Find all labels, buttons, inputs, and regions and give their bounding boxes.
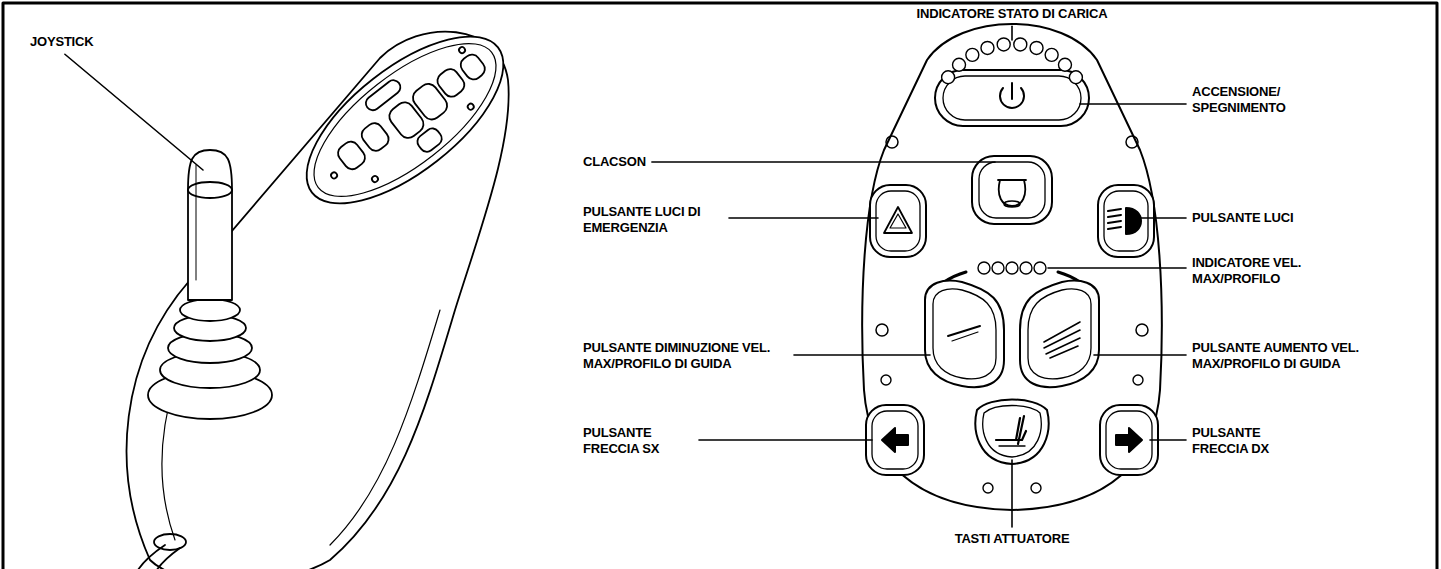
- leader-line: [1150, 439, 1186, 441]
- horn-button: [972, 156, 1052, 224]
- callout-label: PULSANTE FRECCIA SX: [583, 425, 693, 458]
- charge-led: [1014, 38, 1027, 51]
- leader-line: [1048, 267, 1186, 269]
- joystick-controller: [127, 6, 530, 569]
- frame: [3, 3, 1437, 569]
- charge-led: [1045, 48, 1058, 61]
- leader-line: [65, 54, 203, 170]
- leader-line: [1080, 103, 1186, 105]
- charge-led: [966, 48, 979, 61]
- charge-led: [942, 71, 955, 84]
- lights-button: [1098, 185, 1154, 257]
- callout-label: INDICATORE STATO DI CARICA: [917, 6, 1108, 22]
- callout-label: TASTI ATTUATORE: [955, 531, 1070, 547]
- callout-label: INDICATORE VEL. MAX/PROFILO: [1192, 255, 1322, 288]
- charge-led: [1069, 71, 1082, 84]
- charge-led: [981, 41, 994, 54]
- leader-line: [729, 217, 878, 219]
- leader-lines: [65, 26, 1186, 527]
- callout-label: PULSANTE FRECCIA DX: [1192, 425, 1302, 458]
- power-button: [935, 70, 1089, 126]
- leader-line: [699, 439, 872, 441]
- charge-led: [953, 58, 966, 71]
- keypad: [862, 24, 1162, 510]
- leader-line: [794, 354, 930, 356]
- left-arrow-button: [866, 405, 924, 475]
- callout-label: PULSANTE LUCI DI EMERGENZIA: [583, 204, 723, 237]
- callout-label: PULSANTE LUCI: [1192, 210, 1293, 226]
- hazard-button: [870, 185, 926, 257]
- charge-led: [1058, 58, 1071, 71]
- actuator-button: [975, 400, 1048, 465]
- charge-indicator-leds: [942, 38, 1083, 84]
- callout-label: PULSANTE DIMINUZIONE VEL. MAX/PROFILO DI…: [583, 340, 788, 373]
- callout-label: JOYSTICK: [30, 34, 93, 50]
- callout-label: PULSANTE AUMENTO VEL. MAX/PROFILO DI GUI…: [1192, 340, 1392, 373]
- leader-line: [1011, 460, 1013, 527]
- speed-increase-button: [1020, 281, 1099, 388]
- leader-line: [1094, 354, 1186, 356]
- leader-line: [1140, 217, 1186, 219]
- callout-label: CLACSON: [583, 154, 646, 170]
- leader-line: [652, 161, 995, 163]
- leader-line: [1011, 26, 1013, 40]
- charge-led: [997, 38, 1010, 51]
- charge-led: [1030, 41, 1043, 54]
- callout-label: ACCENSIONE/ SPEGNIMENTO: [1192, 84, 1312, 117]
- speed-decrease-button: [925, 281, 1004, 388]
